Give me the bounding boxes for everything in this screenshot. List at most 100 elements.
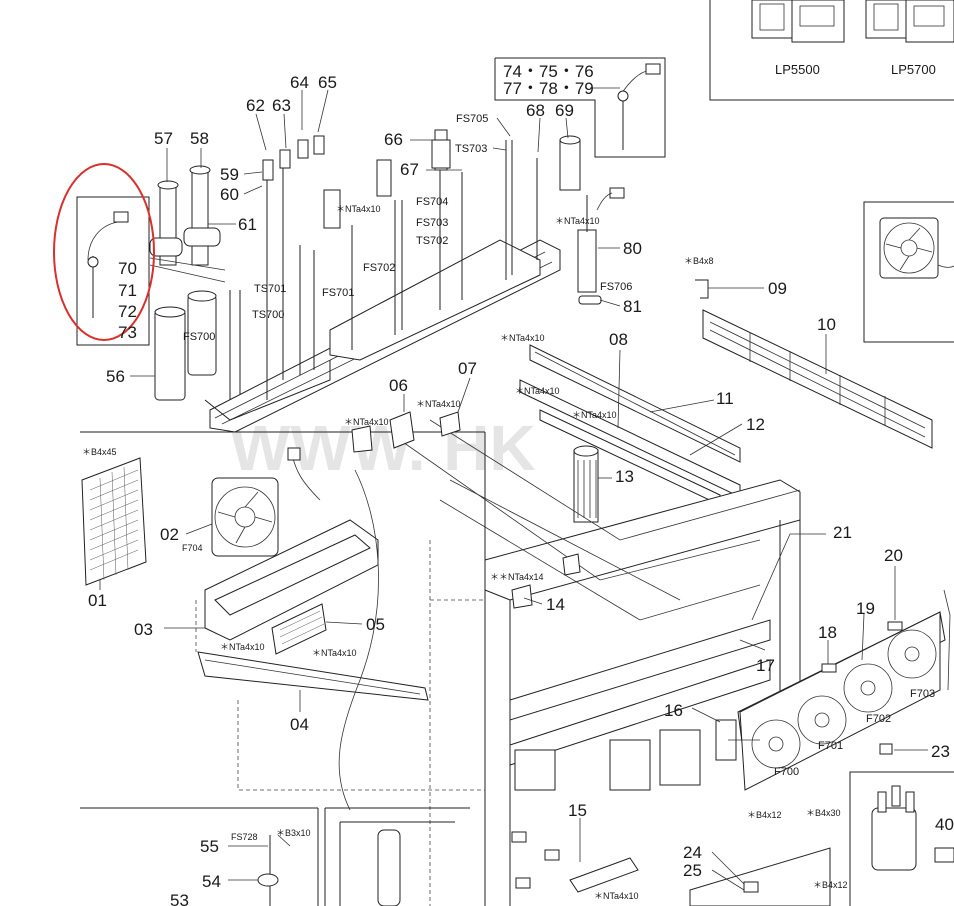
label-60: 60 — [220, 185, 239, 204]
label-74-76: 74・75・76 — [503, 62, 594, 81]
small-parts — [351, 411, 903, 893]
code-fs704: FS704 — [416, 196, 448, 208]
highlight-callout-70-73 — [53, 163, 155, 346]
component-code-labels: FS705 TS703 FS704 FS703 TS702 FS702 TS70… — [182, 113, 935, 842]
label-06: 06 — [389, 376, 408, 395]
model-variants-panel: LP5500 LP5700 — [709, 0, 954, 101]
label-15: 15 — [568, 801, 587, 820]
label-72: 72 — [118, 302, 137, 321]
model-label-lp5700: LP5700 — [891, 62, 936, 77]
code-fs702: FS702 — [363, 262, 395, 274]
label-65: 65 — [318, 73, 337, 92]
code-ts701: TS701 — [254, 283, 286, 295]
bottom-right-panels — [689, 771, 954, 906]
screw-spec-3: ＊B4x8 — [684, 256, 714, 266]
label-12: 12 — [746, 415, 765, 434]
code-fs700: FS700 — [183, 331, 215, 343]
label-01: 01 — [88, 591, 107, 610]
label-02: 02 — [160, 525, 179, 544]
label-21: 21 — [833, 523, 852, 542]
fan-detail-box — [863, 201, 954, 343]
label-10: 10 — [817, 315, 836, 334]
label-67: 67 — [400, 160, 419, 179]
label-64: 64 — [290, 73, 309, 92]
label-62: 62 — [246, 96, 265, 115]
label-80: 80 — [623, 239, 642, 258]
screw-spec-14: ＊B4x30 — [806, 808, 841, 818]
bottom-control-parts — [511, 831, 639, 893]
screw-spec-17: ＊NTa4x10 — [594, 891, 639, 901]
label-73: 73 — [118, 323, 137, 342]
leader-lines — [99, 87, 928, 891]
screw-spec-15: ＊B3x10 — [276, 828, 311, 838]
label-71: 71 — [118, 281, 137, 300]
label-55: 55 — [200, 837, 219, 856]
code-f702: F702 — [866, 713, 891, 725]
screw-spec-16: ＊B4x12 — [813, 880, 848, 890]
label-18: 18 — [818, 623, 837, 642]
screw-spec-7: ＊NTa4x10 — [572, 410, 617, 420]
label-58: 58 — [190, 129, 209, 148]
filter-cartridge — [573, 445, 599, 523]
upper-assembly-frame — [149, 57, 709, 433]
label-03: 03 — [134, 620, 153, 639]
label-16: 16 — [664, 701, 683, 720]
label-40: 40 — [935, 815, 954, 834]
screw-spec-8: ＊NTa4x10 — [344, 417, 389, 427]
label-69: 69 — [555, 101, 574, 120]
label-07: 07 — [458, 359, 477, 378]
code-f701: F701 — [818, 740, 843, 752]
code-f700: F700 — [774, 766, 799, 778]
label-09: 09 — [768, 279, 787, 298]
label-68: 68 — [526, 101, 545, 120]
label-23: 23 — [931, 742, 950, 761]
label-81: 81 — [623, 297, 642, 316]
code-ts702: TS702 — [416, 235, 448, 247]
code-ts703: TS703 — [455, 143, 487, 155]
label-61: 61 — [238, 215, 257, 234]
bottom-left-detail — [80, 807, 470, 906]
screw-spec-labels: ＊NTa4x10 ＊NTa4x10 ＊B4x8 ＊NTa4x10 ＊NTa4x1… — [82, 204, 848, 901]
screw-spec-12: ＊NTa4x10 — [312, 648, 357, 658]
side-rails — [519, 344, 741, 506]
screw-spec-1: ＊NTa4x10 — [336, 204, 381, 214]
label-19: 19 — [856, 599, 875, 618]
screw-spec-2: ＊NTa4x10 — [555, 216, 600, 226]
left-fan-assembly — [80, 431, 486, 811]
label-08: 08 — [609, 330, 628, 349]
label-24: 24 — [683, 843, 702, 862]
code-fs705: FS705 — [456, 113, 488, 125]
label-66: 66 — [384, 130, 403, 149]
label-56: 56 — [106, 367, 125, 386]
label-70: 70 — [118, 259, 137, 278]
part-number-labels: 57 58 59 60 61 62 63 64 65 66 67 68 69 7… — [88, 62, 954, 906]
model-label-lp5500: LP5500 — [775, 62, 820, 77]
cabinet-frame — [399, 419, 801, 906]
screw-spec-9: ＊B4x45 — [82, 447, 117, 457]
label-77-79: 77・78・79 — [503, 79, 594, 98]
code-fs701: FS701 — [322, 287, 354, 299]
code-fs703: FS703 — [416, 217, 448, 229]
label-57: 57 — [154, 129, 173, 148]
screw-spec-10: ＊＊NTa4x14 — [490, 572, 544, 582]
screw-spec-6: ＊NTa4x10 — [416, 399, 461, 409]
screw-spec-5: ＊NTa4x10 — [515, 386, 560, 396]
label-20: 20 — [884, 546, 903, 565]
front-grill — [702, 309, 933, 449]
screw-spec-13: ＊B4x12 — [747, 810, 782, 820]
code-ts700: TS700 — [252, 309, 284, 321]
label-59: 59 — [220, 165, 239, 184]
fan-row — [715, 589, 951, 791]
screw-spec-4: ＊NTa4x10 — [500, 333, 545, 343]
label-04: 04 — [290, 715, 309, 734]
label-63: 63 — [272, 96, 291, 115]
code-f704: F704 — [182, 543, 203, 553]
label-54: 54 — [202, 872, 221, 891]
code-fs728: FS728 — [231, 832, 258, 842]
label-13: 13 — [615, 467, 634, 486]
label-53: 53 — [170, 891, 189, 906]
red-highlight-ellipse — [53, 163, 155, 341]
label-05: 05 — [366, 615, 385, 634]
label-17: 17 — [756, 656, 775, 675]
